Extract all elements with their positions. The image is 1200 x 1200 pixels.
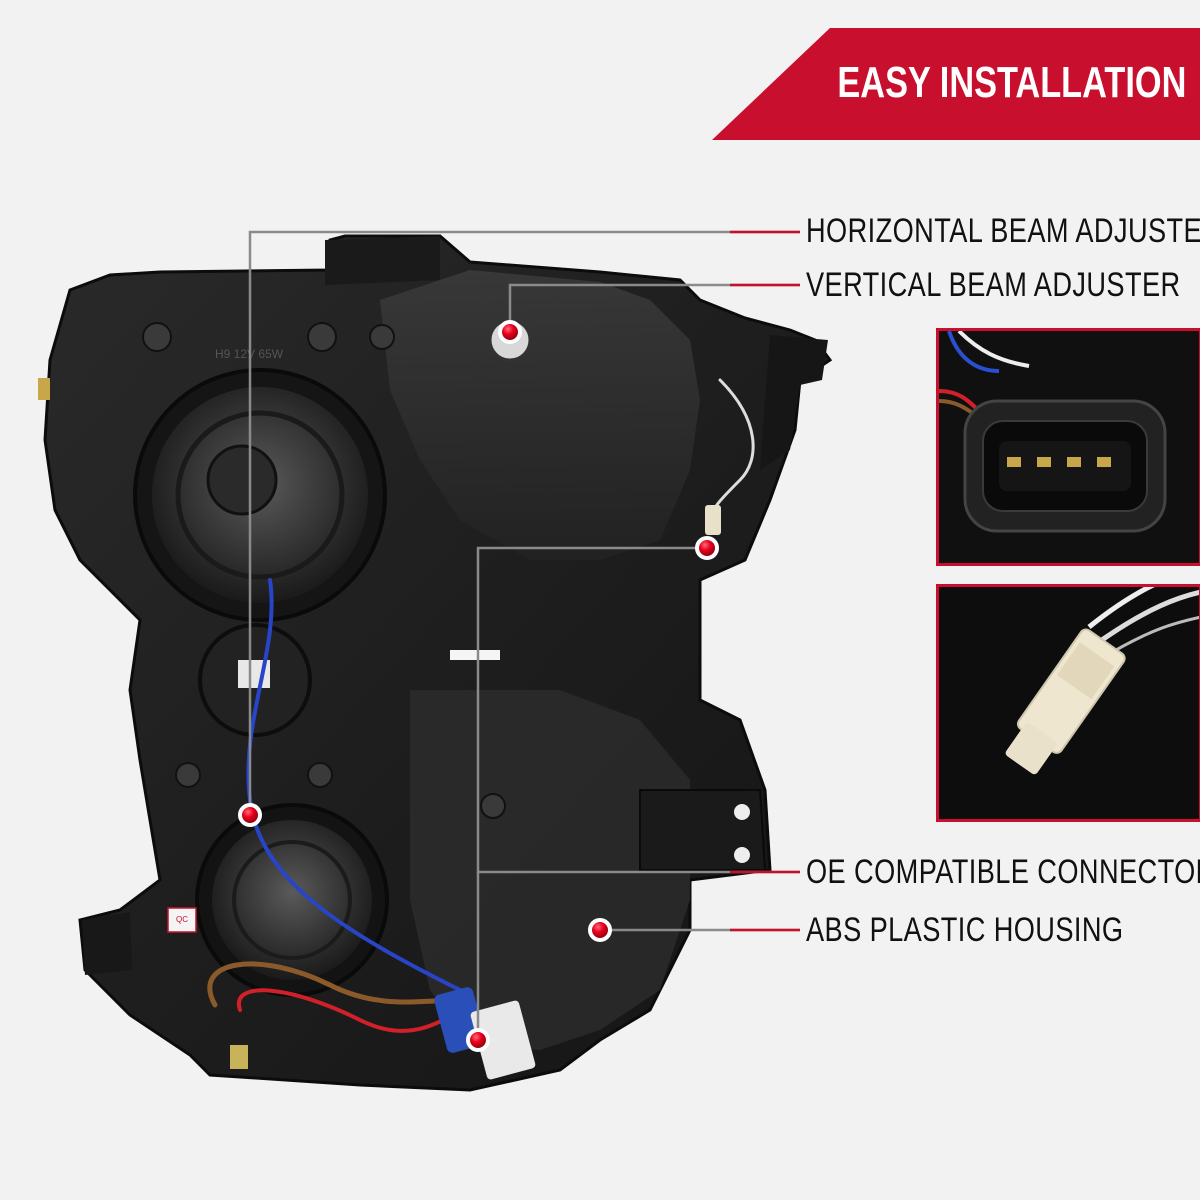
- marker-vertical-adjuster: [498, 320, 522, 344]
- qc-sticker: [167, 907, 197, 933]
- callout-abs-housing: ABS PLASTIC HOUSING: [806, 911, 1124, 949]
- housing-lower-panel: [410, 690, 690, 1050]
- callout-markers: [238, 320, 719, 1052]
- qc-sticker-text: QC: [176, 915, 188, 924]
- bracket-hole-bottom: [734, 847, 750, 863]
- leader-connectors-top: [476, 546, 800, 874]
- leader-accent-lines: [730, 230, 800, 932]
- high-beam-bulb-cover: [133, 368, 387, 622]
- callout-horizontal-beam: HORIZONTAL BEAM ADJUSTER: [806, 212, 1200, 250]
- marker-connector-upper: [695, 536, 719, 560]
- marker-horizontal-adjuster: [238, 803, 262, 827]
- callout-oe-connectors: OE COMPATIBLE CONNECTORS: [806, 853, 1200, 891]
- housing-slot: [450, 650, 500, 660]
- leader-horizontal-beam: [248, 230, 800, 815]
- inset-connector-closeup: [936, 328, 1200, 566]
- marker-housing: [588, 918, 612, 942]
- mounting-bracket-right: [639, 789, 767, 871]
- leader-lines: [248, 230, 800, 1040]
- inset-socket-closeup: [936, 584, 1200, 822]
- leader-vertical-beam: [508, 283, 800, 332]
- banner-shape: [712, 28, 1200, 140]
- adjuster-screw-left: [38, 378, 50, 400]
- low-beam-bulb-cover: [195, 803, 389, 997]
- upper-wiring-connector: [705, 505, 721, 535]
- mounting-bracket-upper-right: [760, 335, 828, 470]
- connector-closeup-image: [939, 331, 1199, 563]
- ground-terminal: [230, 1045, 248, 1069]
- mounting-bracket-left: [82, 912, 132, 975]
- housing-upper-panel: [380, 270, 700, 560]
- marker-connector-lower: [466, 1028, 490, 1052]
- title-banner: EASY INSTALLATION: [0, 0, 1200, 140]
- socket-closeup-image: [939, 587, 1199, 819]
- callout-vertical-beam: VERTICAL BEAM ADJUSTER: [806, 266, 1181, 304]
- top-mounting-tab: [325, 236, 440, 285]
- bracket-hole-top: [734, 804, 750, 820]
- banner-title: EASY INSTALLATION: [837, 58, 1186, 107]
